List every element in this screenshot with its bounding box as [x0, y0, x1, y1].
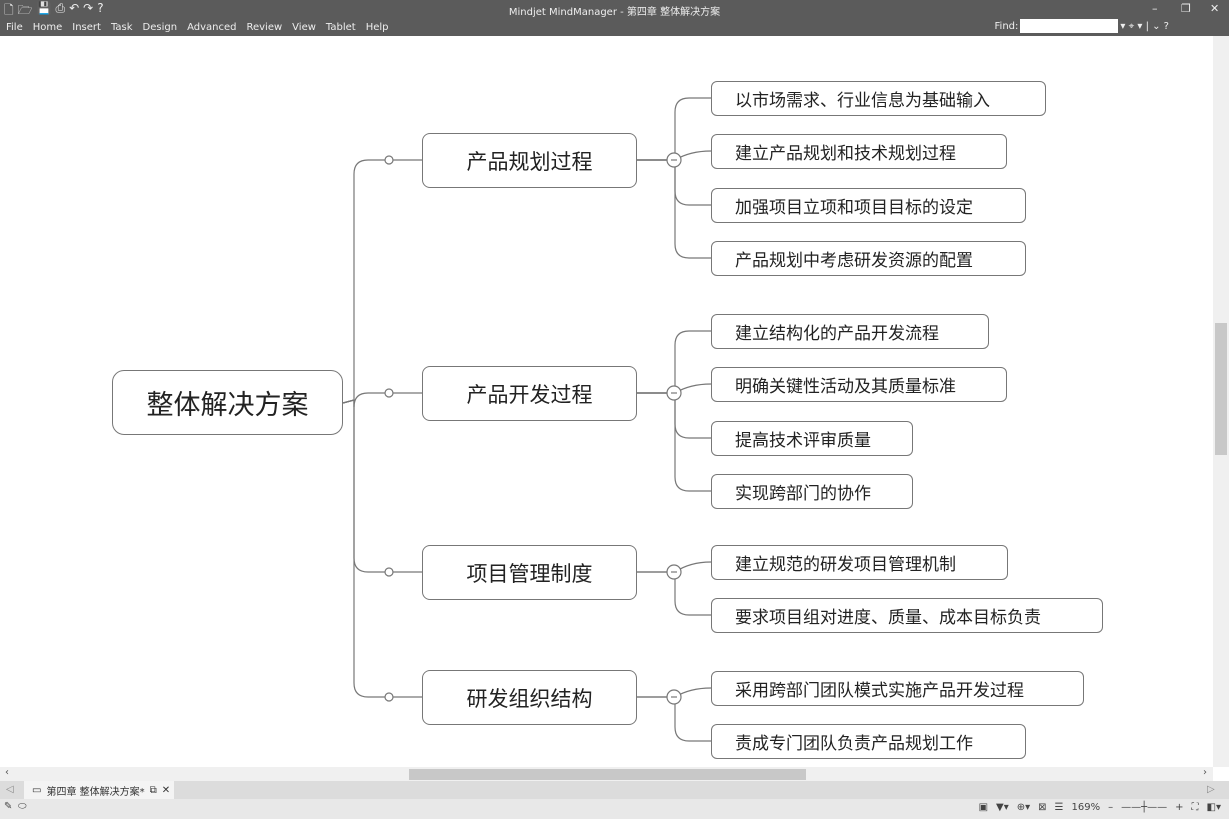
find-options-icon[interactable]: ▾ ⌖ ▾ | ⌄ ? — [1120, 20, 1169, 32]
main-topic[interactable]: 产品开发过程 — [422, 366, 637, 421]
document-tab-label: 第四章 整体解决方案* — [46, 786, 145, 798]
subtopic[interactable]: 产品规划中考虑研发资源的配置 — [711, 241, 1026, 276]
find-input[interactable] — [1020, 19, 1119, 33]
find-label: Find: — [994, 20, 1019, 32]
help-icon[interactable]: ? — [97, 1, 104, 15]
new-icon[interactable]: 🗋 — [4, 3, 14, 17]
subtopic[interactable]: 实现跨部门的协作 — [711, 474, 913, 509]
map-view-icon[interactable]: ⊠ — [1038, 802, 1047, 813]
subtopic[interactable]: 建立结构化的产品开发流程 — [711, 314, 989, 349]
map-canvas[interactable]: 整体解决方案 产品规划过程 以市场需求、行业信息为基础输入建立产品规划和技术规划过程… — [0, 36, 1213, 767]
close-button[interactable]: ✕ — [1210, 2, 1220, 15]
subtopic[interactable]: 责成专门团队负责产品规划工作 — [711, 724, 1026, 759]
tab-scroll-right-icon[interactable]: ▷ — [1207, 784, 1215, 795]
menu-help[interactable]: Help — [365, 21, 389, 33]
quick-access-toolbar: 🗋 🗁 💾 ⎙ ↶ ↷ ? — [4, 1, 104, 22]
menu-view[interactable]: View — [292, 21, 316, 33]
topic-connector-handle[interactable] — [384, 155, 394, 165]
panel-toggle-icon[interactable]: ◧▾ — [1206, 802, 1221, 813]
status-bar: ✎ ⬭ ▣ ▼▾ ⊕▾ ⊠ ☰ 169% – ——┼—— + ⛶ ◧▾ — [0, 799, 1229, 819]
subtopic[interactable]: 以市场需求、行业信息为基础输入 — [711, 81, 1046, 116]
fit-map-icon[interactable]: ⛶ — [1191, 802, 1199, 813]
subtopic[interactable]: 提高技术评审质量 — [711, 421, 913, 456]
main-topic[interactable]: 研发组织结构 — [422, 670, 637, 725]
subtopic[interactable]: 要求项目组对进度、质量、成本目标负责 — [711, 598, 1103, 633]
outline-view-icon[interactable]: ☰ — [1054, 802, 1064, 813]
title-bar: 🗋 🗁 💾 ⎙ ↶ ↷ ? Mindjet MindManager - 第四章 … — [0, 0, 1229, 18]
menu-review[interactable]: Review — [246, 21, 283, 33]
undo-icon[interactable]: ↶ — [69, 1, 80, 15]
menu-tablet[interactable]: Tablet — [325, 21, 356, 33]
redo-icon[interactable]: ↷ — [83, 1, 94, 15]
find-bar: Find: ▾ ⌖ ▾ | ⌄ ? — [995, 19, 1169, 33]
menu-task[interactable]: Task — [110, 21, 133, 33]
menu-home[interactable]: Home — [32, 21, 63, 33]
topic-connector-handle[interactable] — [384, 567, 394, 577]
zoom-slider[interactable]: ——┼—— — [1121, 802, 1168, 813]
tab-scroll-left-icon[interactable]: ◁ — [6, 784, 14, 795]
document-tab-bar: ◁ ▭ 第四章 整体解决方案* ⧉ ✕ ▷ — [0, 781, 1229, 799]
vertical-scroll-thumb[interactable] — [1215, 323, 1227, 455]
main-topic[interactable]: 项目管理制度 — [422, 545, 637, 600]
subtopic[interactable]: 加强项目立项和项目目标的设定 — [711, 188, 1026, 223]
save-icon[interactable]: 💾 — [36, 1, 52, 15]
add-icon[interactable]: ⊕▾ — [1016, 802, 1031, 813]
restore-button[interactable]: ❐ — [1181, 2, 1191, 15]
layout-icon[interactable]: ▣ — [978, 802, 989, 813]
document-tab[interactable]: ▭ 第四章 整体解决方案* ⧉ ✕ — [24, 781, 174, 799]
menu-bar: File Home Insert Task Design Advanced Re… — [0, 18, 1229, 36]
minimize-button[interactable]: – — [1152, 2, 1158, 15]
open-icon[interactable]: 🗁 — [17, 3, 33, 17]
eraser-icon[interactable]: ⬭ — [18, 801, 27, 812]
subtopic[interactable]: 采用跨部门团队模式实施产品开发过程 — [711, 671, 1084, 706]
menu-file[interactable]: File — [6, 21, 23, 33]
topic-connector-handle[interactable] — [384, 388, 394, 398]
pen-icon[interactable]: ✎ — [4, 801, 13, 812]
topic-connector-handle[interactable] — [384, 692, 394, 702]
print-icon[interactable]: ⎙ — [55, 1, 66, 15]
tab-close-icon[interactable]: ✕ — [161, 784, 171, 796]
subtopic[interactable]: 明确关键性活动及其质量标准 — [711, 367, 1007, 402]
zoom-in-button[interactable]: + — [1175, 802, 1184, 813]
zoom-out-button[interactable]: – — [1108, 802, 1114, 813]
horizontal-scroll-thumb[interactable] — [409, 769, 806, 780]
window-title: Mindjet MindManager - 第四章 整体解决方案 — [508, 7, 721, 18]
menu-insert[interactable]: Insert — [72, 21, 101, 33]
menu-advanced[interactable]: Advanced — [187, 21, 237, 33]
main-topic[interactable]: 产品规划过程 — [422, 133, 637, 188]
menu-design[interactable]: Design — [142, 21, 178, 33]
tab-float-icon[interactable]: ⧉ — [149, 784, 157, 796]
subtopic[interactable]: 建立规范的研发项目管理机制 — [711, 545, 1008, 580]
subtopic[interactable]: 建立产品规划和技术规划过程 — [711, 134, 1007, 169]
filter-icon[interactable]: ▼▾ — [996, 802, 1009, 813]
document-icon: ▭ — [32, 784, 42, 796]
connector-lines — [342, 97, 712, 742]
zoom-level: 169% — [1071, 802, 1101, 813]
central-topic[interactable]: 整体解决方案 — [112, 370, 343, 435]
